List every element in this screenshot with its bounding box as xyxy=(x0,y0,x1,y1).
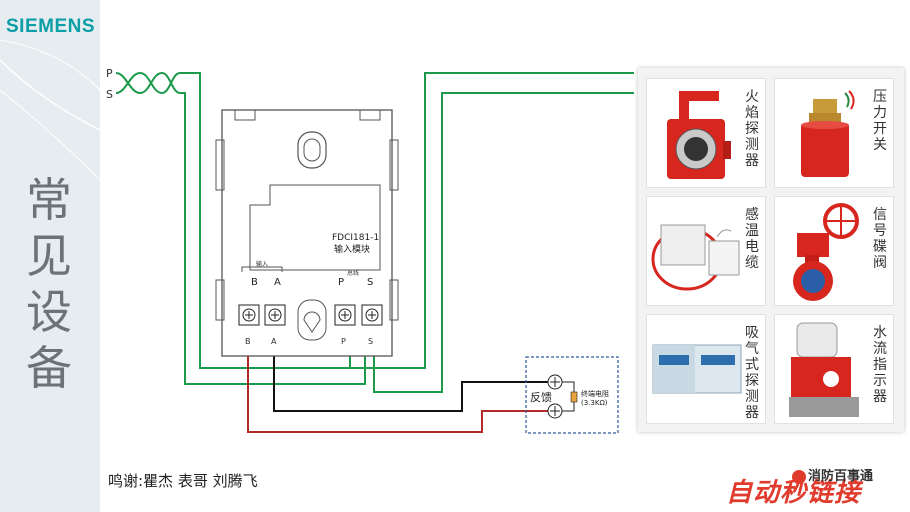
bottom-term-s: S xyxy=(368,337,373,346)
term-b-label: B xyxy=(251,277,258,288)
bus-s-wire xyxy=(180,92,366,385)
fire-logo-icon xyxy=(792,469,806,484)
feedback-box: 反馈 终端电阻 (3.3KΩ) xyxy=(525,356,619,434)
watermark: 自动秒链接 xyxy=(726,478,862,508)
bus-s-out-wire xyxy=(373,92,634,393)
bus-s-label: S xyxy=(106,88,113,101)
resistor-value: (3.3KΩ) xyxy=(581,399,608,407)
term-a-label: A xyxy=(274,277,281,288)
device-panel: 火焰探测器 压力开关 感温电缆 信号碟 xyxy=(638,68,904,432)
input-module: FDCI181-1 输入模块 输入 总线 B A P S B A P S xyxy=(215,109,399,357)
flame-detector-image xyxy=(667,91,731,179)
device-card-butterfly-valve: 信号碟阀 xyxy=(774,196,894,306)
bottom-term-b: B xyxy=(245,337,251,346)
bus-p-label: P xyxy=(106,67,113,80)
device-name-flame-detector: 火焰探测器 xyxy=(745,89,759,169)
sidebar: SIEMENS 常见设备 xyxy=(0,0,100,512)
feedback-label: 反馈 xyxy=(530,391,552,404)
fire-logo: 消防百事通 xyxy=(792,465,873,484)
bottom-term-a: A xyxy=(271,337,277,346)
module-name: 输入模块 xyxy=(334,243,370,255)
siemens-logo: SIEMENS xyxy=(6,16,96,37)
device-name-pressure-switch: 压力开关 xyxy=(873,89,887,153)
butterfly-valve-image xyxy=(793,203,859,301)
terminal-screws xyxy=(238,304,383,326)
term-s-label: S xyxy=(367,277,373,288)
input-a-wire xyxy=(273,340,548,412)
pressure-switch-image xyxy=(801,90,855,177)
term-p-label: P xyxy=(338,277,344,288)
device-name-water-flow-indicator: 水流指示器 xyxy=(873,325,887,405)
water-flow-indicator-image xyxy=(789,322,859,417)
twisted-bus-wires xyxy=(115,71,181,95)
device-name-heat-cable: 感温电缆 xyxy=(745,207,759,271)
bottom-term-p: P xyxy=(341,337,346,346)
heat-cable-image xyxy=(651,224,740,291)
device-card-flame-detector: 火焰探测器 xyxy=(646,78,766,188)
device-name-aspirating-detector: 吸气式探测器 xyxy=(745,325,759,421)
bus-p-out-wire xyxy=(350,72,634,369)
page-title: 常见设备 xyxy=(26,173,72,395)
device-card-aspirating-detector: 吸气式探测器 xyxy=(646,314,766,424)
device-card-water-flow-indicator: 水流指示器 xyxy=(774,314,894,424)
input-label: 输入 xyxy=(256,260,268,268)
fire-logo-text: 消防百事通 xyxy=(808,469,874,484)
bus-p-wire xyxy=(180,72,351,369)
device-card-heat-cable: 感温电缆 xyxy=(646,196,766,306)
module-model: FDCI181-1 xyxy=(332,233,379,243)
device-name-butterfly-valve: 信号碟阀 xyxy=(873,207,887,271)
wiring-diagram: P S FDCI181-1 输入模块 输入 总线 B A P S xyxy=(106,67,634,434)
aspirating-detector-image xyxy=(652,344,742,394)
sidebar-decoration xyxy=(0,39,100,181)
device-card-pressure-switch: 压力开关 xyxy=(774,78,894,188)
bus-label: 总线 xyxy=(347,269,359,277)
credits: 鸣谢:瞿杰 表哥 刘腾飞 xyxy=(108,472,258,490)
resistor-label: 终端电阻 xyxy=(581,389,609,398)
input-b-wire xyxy=(247,340,548,433)
